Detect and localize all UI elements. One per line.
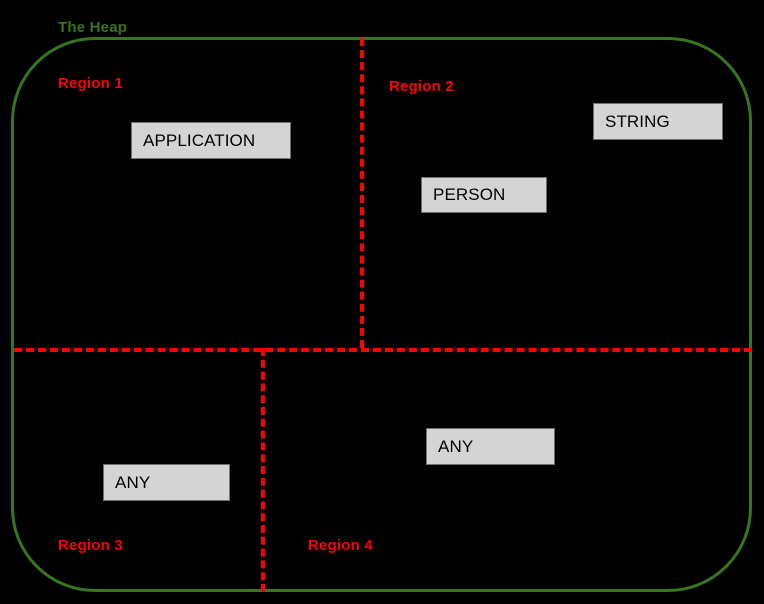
heap-object-string-1: STRING	[593, 103, 723, 140]
region-label-1: Region 1	[58, 75, 123, 92]
vertical-divider-bottom	[261, 348, 265, 592]
heap-object-any-4: ANY	[103, 464, 230, 501]
heap-boundary	[11, 37, 752, 592]
heap-title-label: The Heap	[58, 19, 128, 36]
heap-object-any-3: ANY	[426, 428, 555, 465]
region-label-3: Region 3	[58, 537, 123, 554]
region-label-4: Region 4	[308, 537, 373, 554]
heap-object-person-2: PERSON	[421, 177, 547, 213]
horizontal-divider	[14, 348, 752, 352]
region-label-2: Region 2	[389, 78, 454, 95]
heap-object-application-0: APPLICATION	[131, 122, 291, 159]
vertical-divider-top	[360, 38, 364, 348]
